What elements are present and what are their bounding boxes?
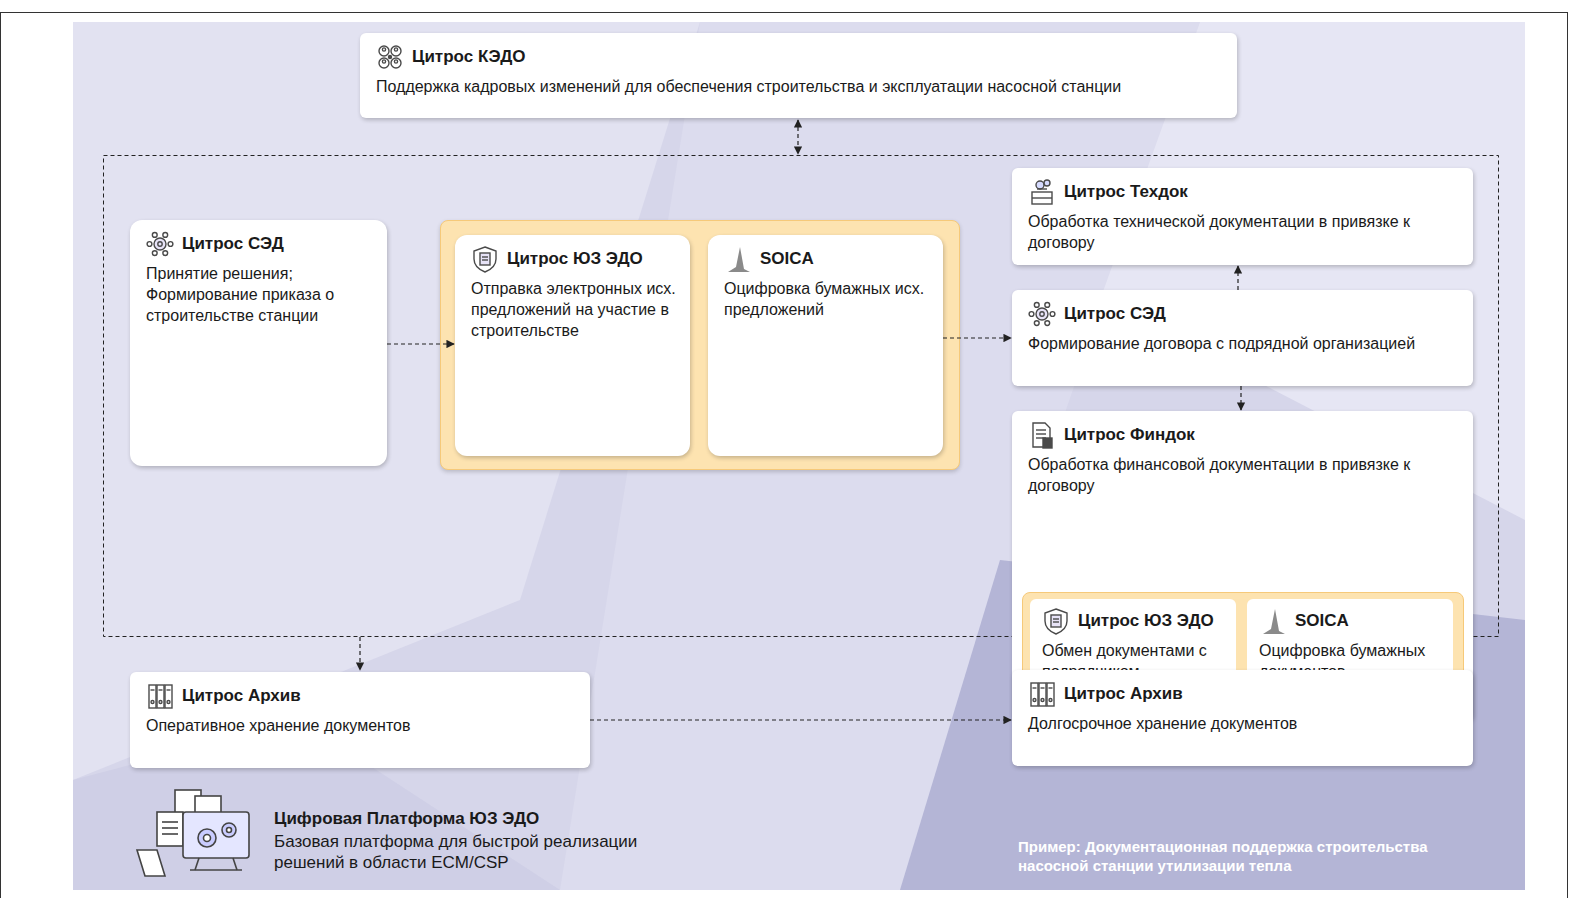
node-icon bbox=[146, 230, 174, 258]
node-text: Отправка электронных исх. предложений на… bbox=[471, 279, 676, 341]
node-header: Цитрос Финдок bbox=[1028, 421, 1459, 449]
node-header: Цитрос Техдок bbox=[1028, 178, 1459, 206]
system-box: Цитрос ЮЗ ЭДО Отправка электронных исх. п… bbox=[455, 235, 690, 456]
node-icon bbox=[1028, 421, 1056, 449]
system-box: Цитрос АрхивДолгосрочное хранение докуме… bbox=[1012, 670, 1473, 766]
platform-title: Цифровая Платформа ЮЗ ЭДО bbox=[274, 808, 704, 829]
node-text: Обработка технической документации в при… bbox=[1028, 212, 1459, 254]
system-box: Цитрос СЭД Формирование договора с подряд… bbox=[1012, 290, 1473, 386]
node-text: Поддержка кадровых изменений для обеспеч… bbox=[376, 77, 1223, 98]
frame bbox=[1, 13, 1568, 898]
node-text: Оперативное хранение документов bbox=[146, 716, 576, 737]
node-title: Цитрос Архив bbox=[1064, 684, 1183, 704]
node-header: Цитрос КЭДО bbox=[376, 43, 1223, 71]
flow-connector bbox=[1237, 266, 1238, 290]
system-box: Цитрос СЭД Принятие решения; Формирование… bbox=[130, 220, 387, 466]
node-header: SOICA bbox=[724, 245, 929, 273]
system-box: SOICA Оцифровка бумажных исх. предложений bbox=[708, 235, 943, 456]
node-text: Формирование договора с подрядной органи… bbox=[1028, 334, 1459, 355]
node-header: SOICA bbox=[1259, 607, 1443, 635]
node-icon bbox=[1028, 300, 1056, 328]
facet bbox=[900, 560, 1525, 890]
platform-icon bbox=[137, 790, 249, 876]
node-title: Цитрос КЭДО bbox=[412, 47, 526, 67]
node-title: Цитрос Архив bbox=[182, 686, 301, 706]
node-icon bbox=[1028, 680, 1056, 708]
node-icon bbox=[724, 245, 752, 273]
panel bbox=[73, 22, 1525, 890]
flow-connector bbox=[1240, 386, 1241, 410]
node-header: Цитрос ЮЗ ЭДО bbox=[1042, 607, 1226, 635]
flow-connector bbox=[590, 719, 1011, 720]
node-title: Цитрос Техдок bbox=[1064, 182, 1188, 202]
node-title: SOICA bbox=[760, 249, 814, 269]
flow-connector bbox=[943, 337, 1011, 338]
node-icon bbox=[471, 245, 499, 273]
flow-connector bbox=[387, 343, 454, 344]
node-text: Принятие решения; Формирование приказа о… bbox=[146, 264, 373, 326]
node-title: SOICA bbox=[1295, 611, 1349, 631]
node-icon bbox=[1259, 607, 1287, 635]
node-text: Долгосрочное хранение документов bbox=[1028, 714, 1459, 735]
system-box: Цитрос ТехдокОбработка технической докум… bbox=[1012, 168, 1473, 265]
node-icon bbox=[146, 682, 174, 710]
node-header: Цитрос СЭД bbox=[146, 230, 373, 258]
node-header: Цитрос Архив bbox=[1028, 680, 1459, 708]
node-title: Цитрос ЮЗ ЭДО bbox=[1078, 611, 1214, 631]
node-header: Цитрос ЮЗ ЭДО bbox=[471, 245, 676, 273]
node-icon bbox=[376, 43, 404, 71]
node-title: Цитрос СЭД bbox=[1064, 304, 1166, 324]
system-box: Цитрос АрхивОперативное хранение докумен… bbox=[130, 672, 590, 768]
node-icon bbox=[1028, 178, 1056, 206]
node-header: Цитрос Архив bbox=[146, 682, 576, 710]
node-title: Цитрос Финдок bbox=[1064, 425, 1195, 445]
node-title: Цитрос ЮЗ ЭДО bbox=[507, 249, 643, 269]
platform-text: Базовая платформа для быстрой реализации… bbox=[274, 831, 684, 874]
system-box: Цитрос КЭДО Поддержка кадровых изменений … bbox=[360, 33, 1237, 118]
region-link bbox=[359, 637, 360, 670]
example-note: Пример: Документационная поддержка строи… bbox=[1018, 838, 1488, 876]
node-text: Оцифровка бумажных исх. предложений bbox=[724, 279, 929, 321]
node-icon bbox=[1042, 607, 1070, 635]
node-text: Обработка финансовой документации в прив… bbox=[1028, 455, 1459, 497]
node-title: Цитрос СЭД bbox=[182, 234, 284, 254]
region-link bbox=[797, 120, 798, 154]
node-header: Цитрос СЭД bbox=[1028, 300, 1459, 328]
